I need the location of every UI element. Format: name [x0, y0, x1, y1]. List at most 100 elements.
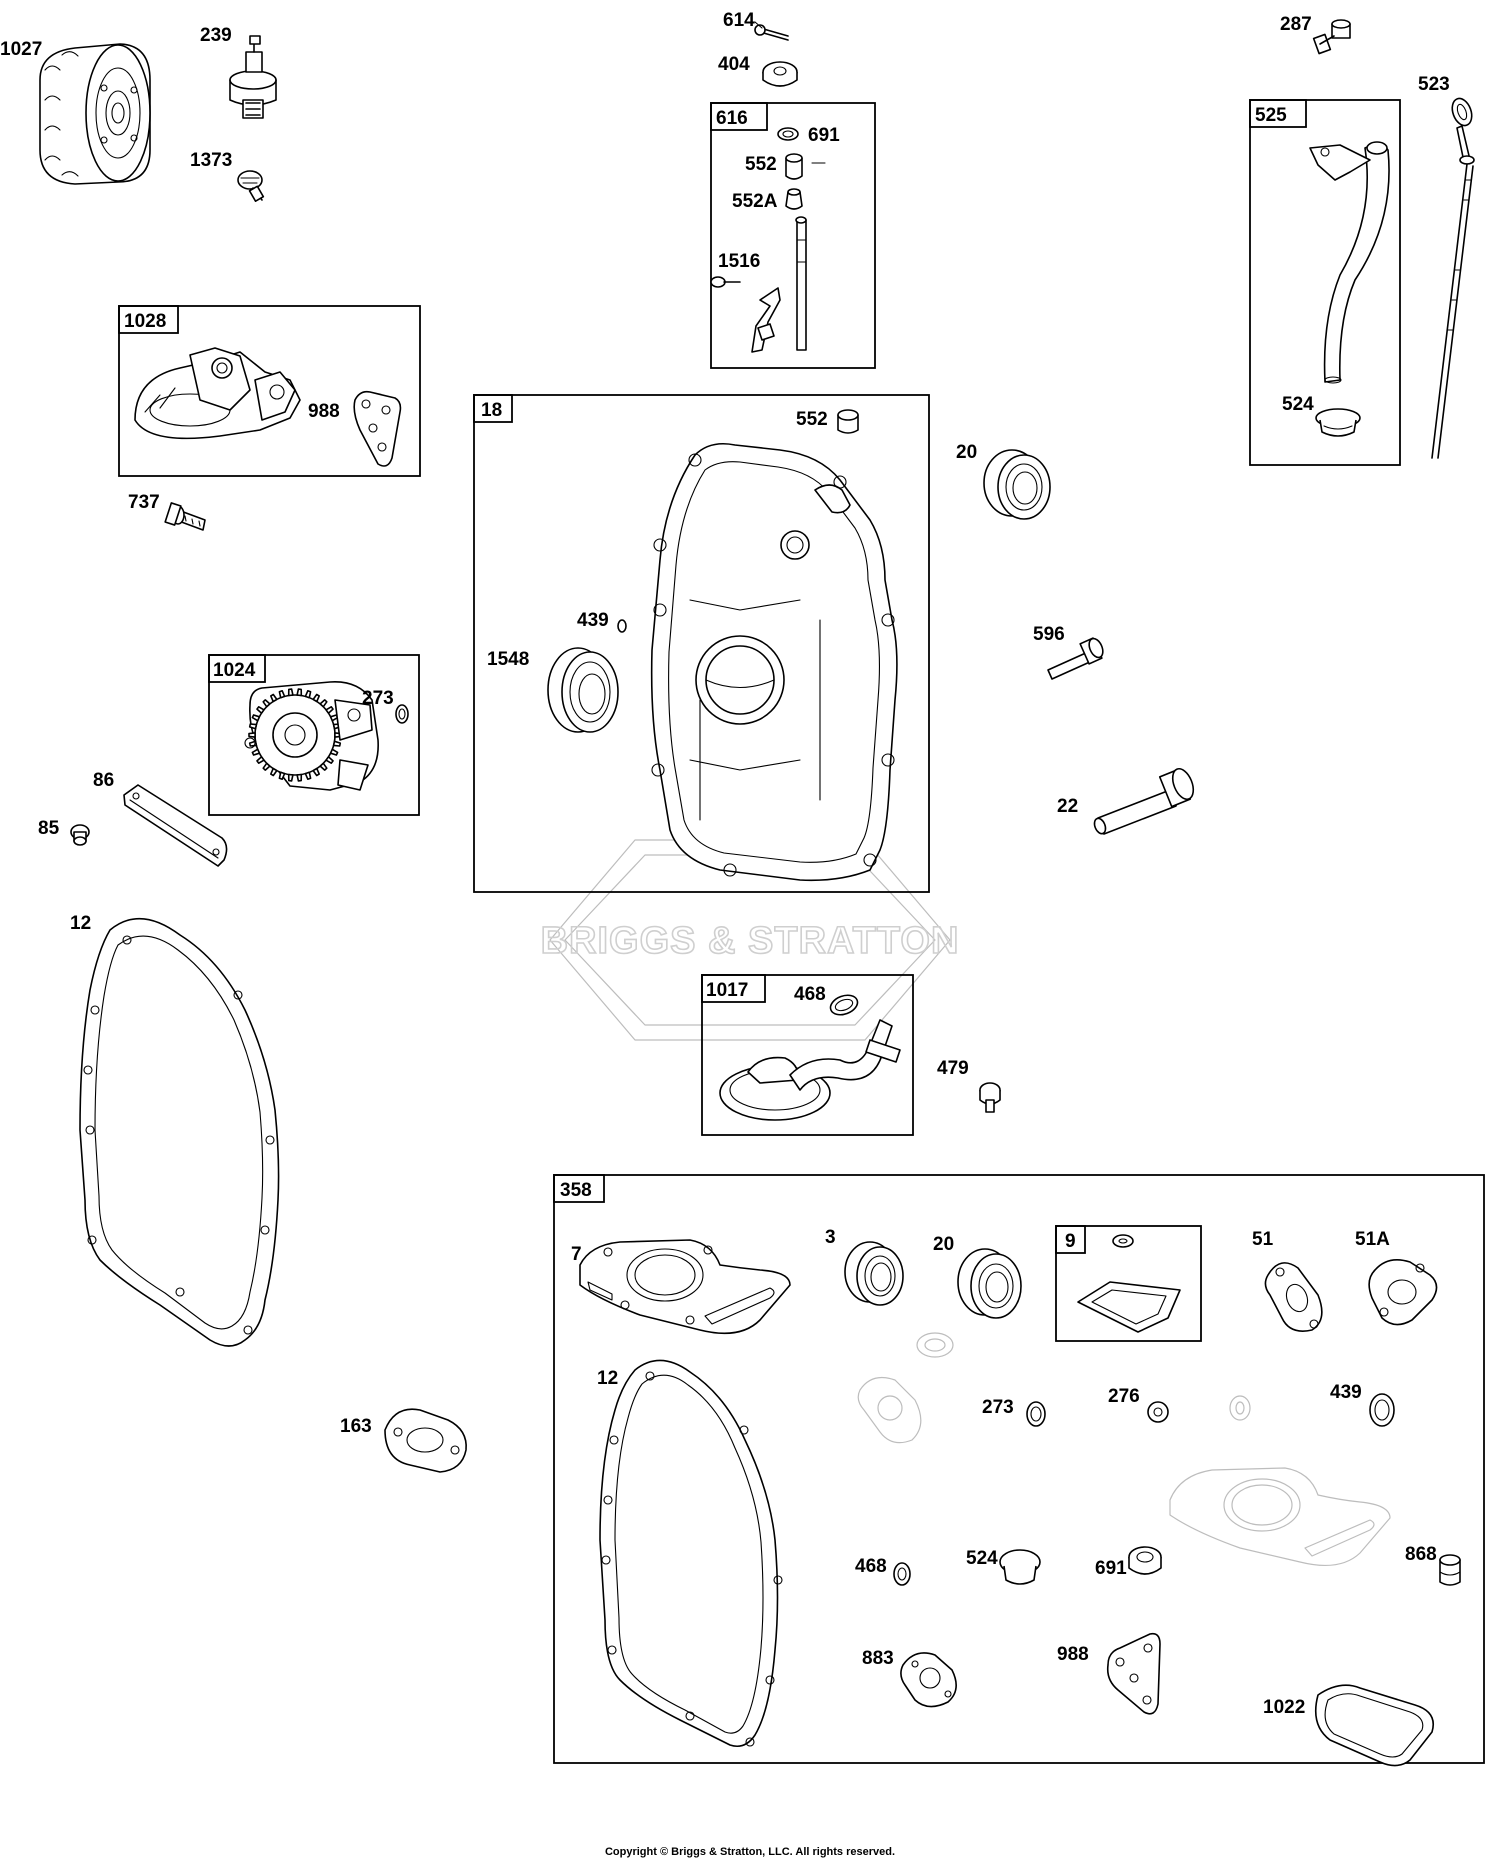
kit-box-1024: 1024 [208, 654, 420, 816]
ghost-gasket-icon [857, 1377, 922, 1444]
part-label: 523 [1418, 74, 1450, 95]
kit-label: 1028 [124, 311, 166, 332]
gear-tooth [251, 748, 261, 756]
gear-tooth [287, 773, 294, 782]
gear-tooth [312, 693, 321, 703]
gasket-icon [384, 1408, 467, 1473]
kit-box-616: 616 [710, 102, 876, 369]
part-label: 1027 [0, 39, 42, 60]
part-label: 479 [937, 1058, 969, 1079]
gear-tooth [319, 699, 328, 708]
part-label: 7 [571, 1244, 582, 1265]
bolt-icon [1312, 19, 1351, 55]
gear-tooth [296, 688, 303, 697]
gasket-icon [1368, 1259, 1438, 1326]
o-ring-icon [395, 704, 409, 724]
crankcase-gasket-icon [599, 1359, 783, 1748]
dipstick-tube-icon [1309, 141, 1390, 384]
part-label: 3 [825, 1227, 836, 1248]
part-label: 86 [93, 770, 114, 791]
seal-ring-icon [1128, 1546, 1162, 1575]
gear-tooth [269, 693, 278, 703]
bolt-icon [164, 502, 206, 531]
o-ring-icon [829, 994, 859, 1016]
part-labels: 1027 239 1373 988 737 273 86 85 12 163 6… [0, 10, 1450, 1718]
part-label: 1516 [718, 251, 760, 272]
screw-icon [237, 170, 265, 202]
part-label: 12 [597, 1368, 618, 1389]
gear-tooth [325, 755, 334, 765]
oil-filter-icon [39, 43, 151, 185]
head-gasket-icon [579, 1239, 791, 1335]
screw-icon [979, 1082, 1001, 1113]
part-label: 239 [200, 25, 232, 46]
gear-tooth [269, 767, 278, 777]
part-label: 524 [1282, 394, 1314, 415]
part-label: 20 [933, 1234, 954, 1255]
watermark-text: BRIGGS & STRATTON [541, 920, 960, 962]
gear-tooth [256, 755, 265, 765]
gear-tooth [262, 699, 271, 708]
part-label: 22 [1057, 796, 1078, 817]
screw-icon [710, 276, 741, 288]
gear-tooth [287, 688, 294, 697]
crankcase-gasket-icon [79, 917, 280, 1347]
gear-tooth [296, 773, 303, 782]
ghost-head-gasket-icon [1169, 1467, 1391, 1567]
o-ring-icon [893, 1562, 911, 1586]
kit-box-525: 525 [1249, 99, 1401, 466]
bushing-icon [785, 188, 803, 210]
part-label: 552A [732, 191, 778, 212]
o-ring-icon [617, 619, 627, 633]
part-label: 868 [1405, 1544, 1437, 1565]
part-label: 287 [1280, 14, 1312, 35]
washer-icon [762, 61, 798, 87]
part-label: 737 [128, 492, 160, 513]
gear-tooth [248, 723, 258, 730]
part-label: 163 [340, 1416, 372, 1437]
kit-label: 9 [1065, 1231, 1076, 1252]
gear-tooth [332, 740, 342, 747]
ghost-seal-icon [916, 1332, 954, 1358]
gear-tooth [319, 762, 328, 771]
part-label: 276 [1108, 1386, 1140, 1407]
kit-label: 358 [560, 1180, 592, 1201]
part-label: 1548 [487, 649, 529, 670]
part-label: 552 [745, 154, 777, 175]
part-label: 51A [1355, 1229, 1390, 1250]
part-label: 468 [855, 1556, 887, 1577]
part-label: 691 [808, 125, 840, 146]
copyright-text: Copyright © Briggs & Stratton, LLC. All … [605, 1846, 895, 1858]
oil-seal-icon [983, 449, 1051, 520]
part-label: 273 [982, 1397, 1014, 1418]
kit-box-1028: 1028 [118, 305, 421, 477]
part-label: 691 [1095, 1558, 1127, 1579]
part-label: 988 [1057, 1644, 1089, 1665]
gear-tooth [304, 689, 312, 699]
bushing-icon [837, 409, 859, 434]
part-label: 404 [718, 54, 750, 75]
ghost-washer-icon [1229, 1395, 1251, 1421]
gear-tooth [248, 732, 256, 738]
gasket-icon [1106, 1632, 1161, 1715]
part-label: 1022 [1263, 1697, 1305, 1718]
gear-tooth [251, 714, 261, 722]
kit-label: 616 [716, 108, 748, 129]
cotter-pin-icon [754, 24, 789, 41]
kit-box-9: 9 [1055, 1225, 1202, 1342]
part-label: 468 [794, 984, 826, 1005]
bushing-icon [785, 153, 803, 180]
gear-tooth [325, 705, 334, 715]
bearing-icon [547, 647, 619, 733]
dipstick-icon [1431, 97, 1475, 459]
governor-shaft-icon [751, 216, 807, 353]
gear-tooth [329, 748, 339, 756]
plug-icon [999, 1549, 1041, 1585]
part-label: 439 [577, 610, 609, 631]
part-label: 20 [956, 442, 977, 463]
seal-ring-icon [777, 127, 799, 141]
gear-tooth [262, 762, 271, 771]
part-label: 524 [966, 1548, 998, 1569]
cover-plate-icon [123, 784, 228, 867]
